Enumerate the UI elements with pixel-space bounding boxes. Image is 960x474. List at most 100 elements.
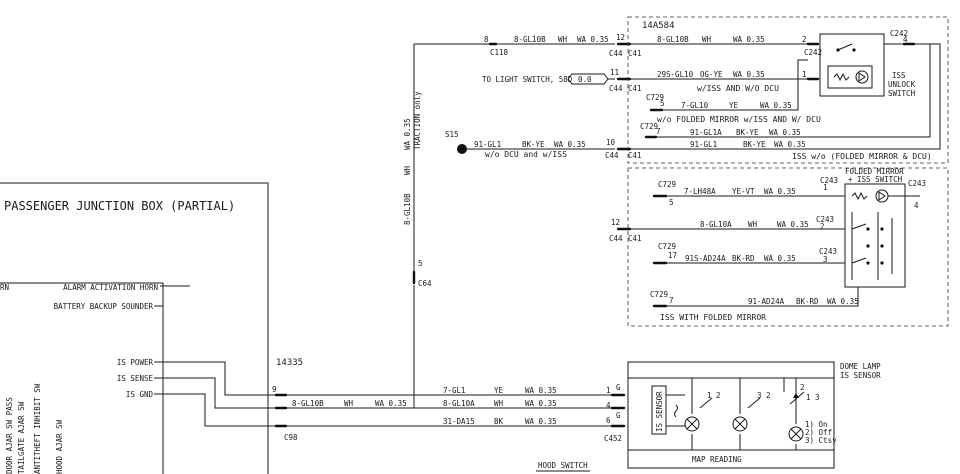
label-is-power: IS POWER — [117, 358, 154, 367]
c44-label-d: C44 — [609, 234, 623, 243]
pin-5-c64: 5 — [418, 259, 423, 268]
harness-14335: 14335 — [276, 358, 303, 368]
wire-is-sense — [154, 377, 276, 409]
pin-11: 11 — [610, 68, 619, 77]
wire-5-color: BK-YE — [736, 128, 759, 137]
hood-switch-label: HOOD SWITCH — [538, 461, 588, 470]
c41-label-a: C41 — [628, 49, 642, 58]
wire-2-id: 8-GL10B — [657, 35, 689, 44]
wire-7-color: BK-YE — [522, 140, 545, 149]
wire-8-gauge: WA 0.35 — [764, 187, 796, 196]
wire-2-color: WH — [702, 35, 712, 44]
pin-12-a: 12 — [616, 33, 625, 42]
pin-1-c242: 1 — [802, 70, 807, 79]
folded-mirror-resistor-icon — [851, 191, 868, 201]
label-is-gnd: IS GND — [126, 390, 154, 399]
light-switch-feed: TO LIGHT SWITCH, 58D 0.0 — [482, 73, 615, 85]
ground-g-1: G — [616, 383, 621, 392]
wire-8-gl10b-main: 8-GL10B WH WA 0.35 — [286, 285, 415, 409]
wire-10-color: BK-RD — [732, 254, 755, 263]
c729-label-a: C729 — [646, 93, 664, 102]
sw-c-label-2: 2 — [800, 383, 805, 392]
c41-label-b: C41 — [628, 84, 642, 93]
wire-14-color: WH — [494, 399, 504, 408]
wire-top-c118: 8 C118 8-GL10B WH WA 0.35 — [414, 35, 615, 57]
legend-off: 2) Off — [805, 428, 832, 437]
dome-lamp-title-1: DOME LAMP — [840, 362, 881, 371]
wire-13-color: YE — [494, 386, 504, 395]
pin-2-c243: 2 — [820, 222, 825, 231]
wire-1-color: WH — [558, 35, 568, 44]
label-hood-ajar-sw: HOOD AJAR SW — [55, 419, 64, 474]
iss-switch-contact-a — [836, 48, 840, 52]
iss-note-bottom: ISS WITH FOLDED MIRROR — [660, 313, 766, 322]
wire-6-gauge: WA 0.35 — [774, 140, 806, 149]
wire-1-id: 8-GL10B — [514, 35, 546, 44]
iss-switch-blade — [837, 43, 853, 51]
pin-10: 10 — [606, 138, 616, 147]
hood-switch: HOOD SWITCH — [536, 461, 590, 472]
legend-ctsy: 3) Ctsy — [805, 436, 837, 445]
wire-14-gauge: WA 0.35 — [525, 399, 557, 408]
is-wires — [154, 361, 276, 427]
riser-gauge: WA 0.35 — [403, 118, 412, 150]
light-switch-label: TO LIGHT SWITCH, 58D — [482, 75, 573, 84]
wire-4-note: w/o FOLDED MIRROR w/ISS AND W/ DCU — [657, 115, 821, 124]
c729-label-b: C729 — [640, 122, 658, 131]
sw-b-label: 3 2 — [757, 391, 771, 400]
lamp-a-cross — [686, 418, 698, 430]
lamp-b-bulb-icon — [732, 416, 748, 432]
iss-led-icon — [855, 70, 869, 84]
connector-c64-label: C64 — [418, 279, 432, 288]
pin-2-c242: 2 — [802, 35, 807, 44]
pin-4-c243: 4 — [914, 201, 919, 210]
wire-2-gauge: WA 0.35 — [733, 35, 765, 44]
wire-12-gauge: WA 0.35 — [375, 399, 407, 408]
wire-11-line — [666, 287, 859, 307]
wire-7-note: w/o DCU and w/ISS — [485, 150, 567, 159]
c41-label-c: C41 — [628, 151, 642, 160]
sw-c-label: 1 3 — [806, 393, 820, 402]
c242-label-b: C242 — [890, 29, 908, 38]
label-battery-backup-sounder: BATTERY BACKUP SOUNDER — [54, 302, 154, 311]
wire-10-gauge: WA 0.35 — [764, 254, 796, 263]
wire-6-id: 91-GL1 — [690, 140, 717, 149]
folded-mirror-switch-outline — [844, 183, 906, 288]
c243-label-a: C243 — [820, 176, 838, 185]
wire-5-gauge: WA 0.35 — [769, 128, 801, 137]
c242-label-a: C242 — [804, 48, 822, 57]
pin-7-c729b: 7 — [669, 296, 674, 305]
riser-id: 8-GL10B — [403, 193, 412, 225]
iss-note-top: ISS w/o (FOLDED MIRROR & DCU) — [792, 152, 932, 161]
label-horn-partial: RN — [0, 283, 9, 292]
iss-switch-contact-b — [852, 48, 856, 52]
is-sensor-label: IS SENSOR — [655, 391, 664, 432]
upper-dashed-box — [627, 16, 949, 164]
wire-5-id: 91-GL1A — [690, 128, 722, 137]
sw-a-label: 1 2 — [707, 391, 721, 400]
wire-7-id: 91-GL1 — [474, 140, 501, 149]
c243-label-b: C243 — [816, 215, 834, 224]
map-reading-label: MAP READING — [692, 455, 742, 464]
iss-unlock-switch-outline — [819, 33, 885, 97]
riser-color: WH — [403, 165, 412, 175]
splice-s15-dot — [457, 144, 467, 154]
c44-label-a: C44 — [609, 49, 623, 58]
wire-3-color: OG-YE — [700, 70, 723, 79]
dome-lamp-outline — [627, 361, 835, 469]
iss-unlock-line-2: UNLOCK — [888, 80, 916, 89]
iss-unlock-line-3: SWITCH — [888, 89, 916, 98]
folded-mirror-line-1: FOLDED MIRROR — [845, 167, 904, 176]
folded-mirror-led-arrow-icon — [878, 191, 886, 201]
fm-contact-3 — [866, 244, 870, 248]
wire-12-id: 8-GL10B — [292, 399, 324, 408]
riser-sub: TRACTION only — [413, 91, 422, 150]
lamp-c-cross — [790, 428, 802, 440]
sw-c-arrow-icon — [793, 393, 799, 398]
wire-15-id: 31-DA15 — [443, 417, 475, 426]
fm-contact-1 — [866, 227, 870, 231]
sw-a-blade — [699, 397, 713, 409]
lower-dashed-box — [627, 167, 949, 327]
pin-12-b: 12 — [611, 218, 620, 227]
